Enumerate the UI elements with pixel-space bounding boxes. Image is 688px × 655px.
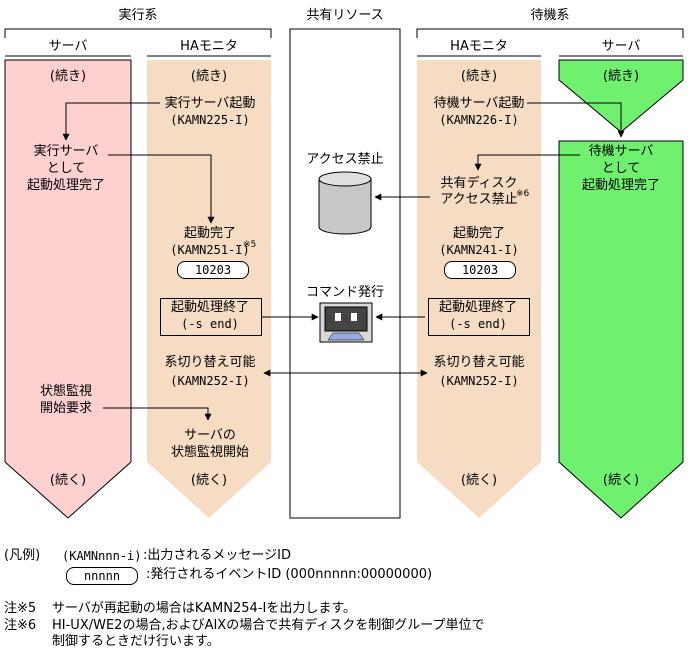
legend-title: (凡例) — [4, 548, 41, 563]
start-end-box-right — [428, 298, 530, 336]
note6-mark: ※6 — [516, 189, 530, 199]
note5-label: 注※5 — [4, 601, 37, 616]
legend-event-sample: nnnnn — [66, 567, 138, 585]
command-terminal-icon — [319, 302, 373, 343]
exec-ha-monitor-column-title: HAモニタ — [180, 39, 238, 54]
kamn241-message: (KAMN241-I) — [439, 243, 519, 257]
start-complete-left: 起動完了 — [183, 226, 237, 241]
standby-server-as-line1: 待機サーバ — [588, 144, 654, 159]
legend-message-desc: :出力されるメッセージID — [143, 548, 291, 563]
standby-server-start-label: 待機サーバ起動 — [433, 96, 525, 111]
standby-server-band — [558, 140, 684, 519]
status-request-line1: 状態監視 — [39, 384, 93, 399]
note6-text-1: HI-UX/WE2の場合,およびAIXの場合で共有ディスクを制御グループ単位で — [52, 618, 485, 633]
kamn225-message: (KAMN225-I) — [170, 113, 250, 127]
exec-server-start-label: 実行サーバ起動 — [164, 96, 256, 111]
standby-server-continued-bottom: (続く) — [602, 473, 640, 488]
arrow-server-to-shared-disk — [474, 154, 580, 171]
status-start-line1: サーバの — [184, 428, 236, 443]
send-right: (-s end) — [449, 317, 507, 331]
standby-server-as-line3: 起動処理完了 — [581, 178, 661, 193]
shared-resource-header: 共有リソース — [306, 8, 384, 23]
status-start-line2: 状態監視開始 — [170, 445, 250, 460]
exec-ha-monitor-band — [147, 60, 271, 518]
exec-server-as-line3: 起動処理完了 — [26, 178, 106, 193]
standby-ha-monitor-band — [417, 60, 541, 518]
standby-server-as-line2: として — [601, 161, 641, 176]
legend-event-desc: :発行されるイベントID (000nnnnn:00000000) — [146, 567, 433, 582]
event-id-left: 10203 — [177, 261, 249, 279]
standby-ha-continued-top: (続き) — [460, 69, 498, 84]
exec-server-as-line1: 実行サーバ — [33, 144, 99, 159]
kamn226-message: (KAMN226-I) — [439, 113, 519, 127]
arrow-standby-start-to-server — [527, 102, 625, 138]
kamn252-left: (KAMN252-I) — [170, 374, 250, 388]
shared-disk-icon — [318, 171, 372, 235]
switch-ready-right: 系切り替え可能 — [433, 355, 525, 370]
shared-resource-column — [289, 28, 401, 519]
note6-label: 注※6 — [4, 618, 37, 633]
standby-ha-continued-bottom: (続く) — [460, 473, 498, 488]
note6-text-2: 制御するときだけ行います。 — [52, 634, 220, 649]
start-end-left: 起動処理終了 — [170, 300, 250, 315]
kamn251-message: (KAMN251-I) — [170, 243, 250, 257]
exec-server-as-line2: として — [46, 161, 86, 176]
kamn252-right: (KAMN252-I) — [439, 374, 519, 388]
exec-ha-continued-bottom: (続く) — [190, 473, 228, 488]
access-prohibit-label: アクセス禁止 — [306, 152, 384, 167]
shared-disk-line2: アクセス禁止 — [440, 192, 518, 207]
switch-ready-left: 系切り替え可能 — [164, 355, 256, 370]
note5-mark: ※5 — [243, 240, 257, 250]
shared-disk-line1: 共有ディスク — [440, 176, 518, 191]
event-id-right: 10203 — [444, 261, 516, 279]
exec-system-header: 実行系 — [118, 8, 158, 23]
exec-system-bracket — [4, 28, 272, 38]
exec-server-continued-bottom: (続く) — [49, 473, 87, 488]
arrow-status-request — [103, 407, 212, 421]
legend-message-sample: (KAMNnnn-i) — [62, 549, 142, 563]
standby-system-bracket — [416, 28, 684, 38]
exec-server-continued-top: (続き) — [49, 69, 87, 84]
standby-server-continued-top: (続き) — [602, 69, 640, 84]
standby-server-band-top — [558, 59, 684, 133]
start-complete-right: 起動完了 — [452, 226, 506, 241]
exec-server-column-title: サーバ — [48, 39, 88, 54]
standby-ha-monitor-column-title: HAモニタ — [450, 39, 508, 54]
start-end-box-left — [160, 298, 262, 336]
exec-ha-continued-top: (続き) — [190, 69, 228, 84]
standby-server-column-title: サーバ — [601, 39, 641, 54]
arrow-exec-start-to-server — [62, 102, 160, 141]
status-request-line2: 開始要求 — [39, 401, 93, 416]
standby-system-header: 待機系 — [530, 8, 570, 23]
arrow-server-to-start-complete — [108, 154, 215, 224]
command-issue-label: コマンド発行 — [305, 285, 385, 300]
exec-server-band — [4, 59, 132, 519]
start-end-right: 起動処理終了 — [438, 300, 518, 315]
send-left: (-s end) — [181, 317, 239, 331]
note5-text: サーバが再起動の場合はKAMN254-Iを出力します。 — [52, 601, 357, 616]
